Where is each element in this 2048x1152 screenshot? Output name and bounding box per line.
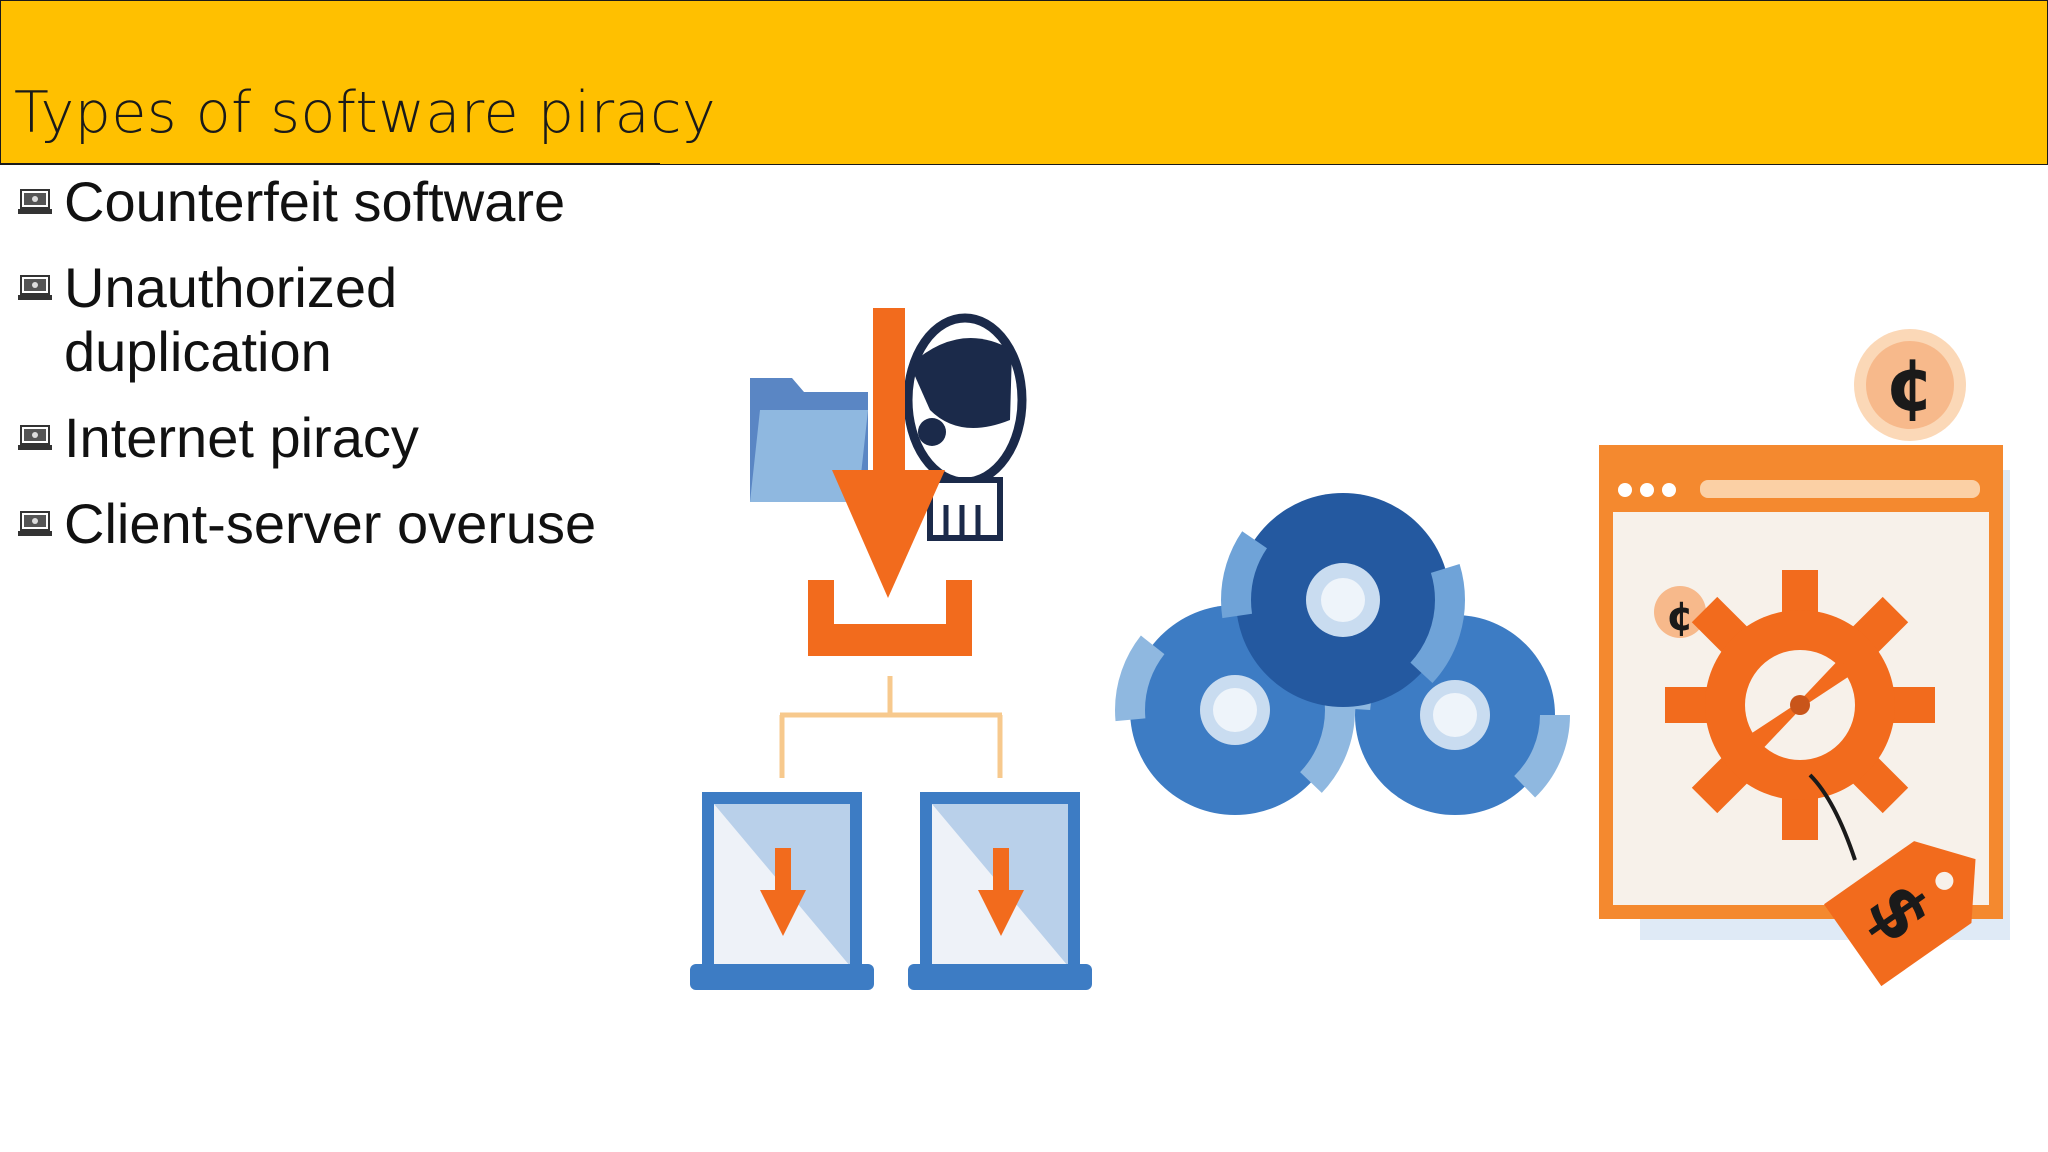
bullet-item: Counterfeit software (18, 170, 678, 234)
laptop-icon (18, 425, 52, 450)
laptop-icon (18, 275, 52, 300)
connector-lines (779, 676, 1003, 778)
bullet-label: Counterfeit software (64, 170, 566, 233)
bullet-list: Counterfeit software Unauthorized duplic… (18, 170, 678, 578)
bullet-item: Unauthorized duplication (18, 256, 678, 384)
laptop-icon (18, 189, 52, 214)
laptop-icon (18, 511, 52, 536)
title-bar (0, 0, 2048, 165)
bullet-item: Internet piracy (18, 406, 678, 470)
bullet-label: Unauthorized duplication (64, 256, 398, 383)
gear-icon (1665, 570, 1935, 840)
price-tag-icon: $ (1808, 773, 1976, 987)
disc-stack-icon (1115, 478, 1570, 830)
browser-window-icon (1599, 445, 2010, 940)
bullet-item: Client-server overuse (18, 492, 678, 556)
folder-icon (750, 378, 868, 502)
coin-symbol: ¢ (1885, 343, 1935, 427)
laptop-download-icon (908, 792, 1092, 990)
coin-symbol: ¢ (1666, 594, 1694, 640)
title-underline (0, 163, 660, 165)
slide-title: Types of software piracy (14, 80, 717, 146)
bullet-label: Internet piracy (64, 406, 419, 469)
download-arrow-icon (808, 308, 972, 656)
bullet-label: Client-server overuse (64, 492, 597, 555)
coin-icon: ¢ (1854, 329, 1966, 441)
pirate-skull-icon (903, 313, 1027, 541)
laptop-download-icon (690, 792, 874, 990)
tag-symbol: $ (1851, 868, 1949, 957)
coin-icon: ¢ (1654, 586, 1706, 640)
